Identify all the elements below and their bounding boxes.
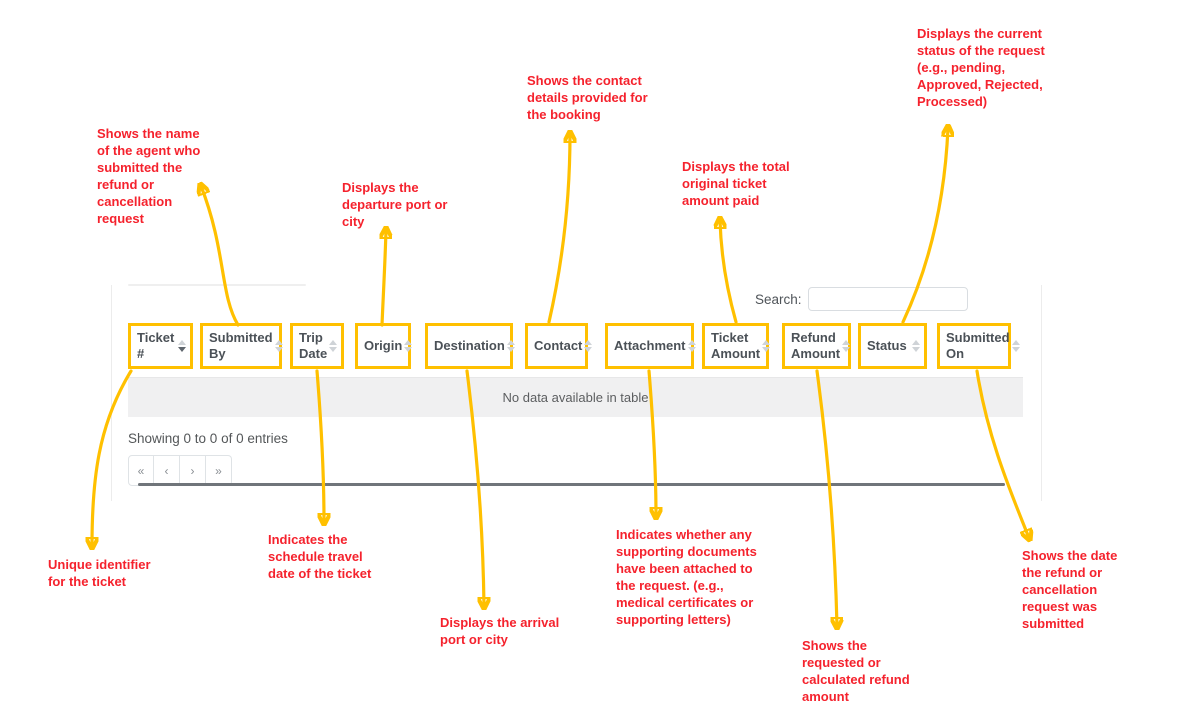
search-input[interactable] <box>807 287 968 311</box>
pagination-last-button[interactable]: » <box>206 455 232 486</box>
column-label: Status <box>867 338 907 353</box>
annotation-ticket-number: Unique identifier for the ticket <box>48 557 151 589</box>
pagination: « ‹ › » <box>128 455 232 486</box>
column-label: Origin <box>364 338 403 353</box>
column-header-origin[interactable]: Origin <box>355 323 413 369</box>
annotation-status: Displays the current status of the reque… <box>917 26 1045 109</box>
column-label: Attachment <box>614 338 686 353</box>
annotation-submitted-on: Shows the date the refund or cancellatio… <box>1022 548 1118 631</box>
column-header-trip-date[interactable]: Trip Date <box>290 323 344 369</box>
sort-icon <box>842 340 851 352</box>
sort-icon <box>274 340 283 352</box>
column-header-status[interactable]: Status <box>858 323 927 369</box>
pagination-previous-button[interactable]: ‹ <box>154 455 180 486</box>
empty-table-message: No data available in table <box>502 390 649 405</box>
sort-icon <box>584 340 593 352</box>
column-label: Refund Amount <box>791 330 841 361</box>
column-label: Contact <box>534 338 583 353</box>
annotation-contact: Shows the contact details provided for t… <box>527 73 648 122</box>
pagination-next-button[interactable]: › <box>180 455 206 486</box>
column-label: Ticket # <box>137 330 175 361</box>
annotation-attachment: Indicates whether any supporting documen… <box>616 527 757 627</box>
annotation-destination: Displays the arrival port or city <box>440 615 560 647</box>
annotation-origin: Displays the departure port or city <box>342 180 448 229</box>
column-header-submitted-by[interactable]: Submitted By <box>200 323 283 369</box>
sort-icon <box>762 340 771 352</box>
column-label: Trip Date <box>299 330 328 361</box>
sort-icon <box>404 340 413 352</box>
column-label: Destination <box>434 338 505 353</box>
table-info: Showing 0 to 0 of 0 entries <box>128 431 288 446</box>
sort-icon <box>912 340 920 352</box>
search-label: Search: <box>755 291 802 307</box>
empty-table-row: No data available in table <box>128 377 1023 417</box>
column-header-destination[interactable]: Destination <box>425 323 515 369</box>
column-header-ticket-amount[interactable]: Ticket Amount <box>702 323 771 369</box>
toolbar-divider <box>128 284 306 286</box>
sort-icon <box>687 340 696 352</box>
pagination-first-button[interactable]: « <box>128 455 154 486</box>
column-label: Submitted On <box>946 330 1010 361</box>
column-header-contact[interactable]: Contact <box>525 323 593 369</box>
annotation-submitted-by: Shows the name of the agent who submitte… <box>97 126 201 226</box>
column-label: Ticket Amount <box>711 330 761 361</box>
column-header-ticket-number[interactable]: Ticket # <box>128 323 193 369</box>
column-header-refund-amount[interactable]: Refund Amount <box>782 323 851 369</box>
annotation-refund-amount: Shows the requested or calculated refund… <box>802 638 910 704</box>
column-header-submitted-on[interactable]: Submitted On <box>937 323 1020 369</box>
column-header-attachment[interactable]: Attachment <box>605 323 696 369</box>
horizontal-scrollbar[interactable] <box>138 483 1005 486</box>
annotation-trip-date: Indicates the schedule travel date of th… <box>268 532 372 581</box>
sort-icon <box>506 340 515 352</box>
sort-icon <box>329 340 338 352</box>
search-bar: Search: <box>755 286 968 312</box>
sort-icon <box>178 340 186 352</box>
column-label: Submitted By <box>209 330 273 361</box>
sort-icon <box>1011 340 1020 352</box>
annotation-ticket-amount: Displays the total original ticket amoun… <box>682 159 790 208</box>
